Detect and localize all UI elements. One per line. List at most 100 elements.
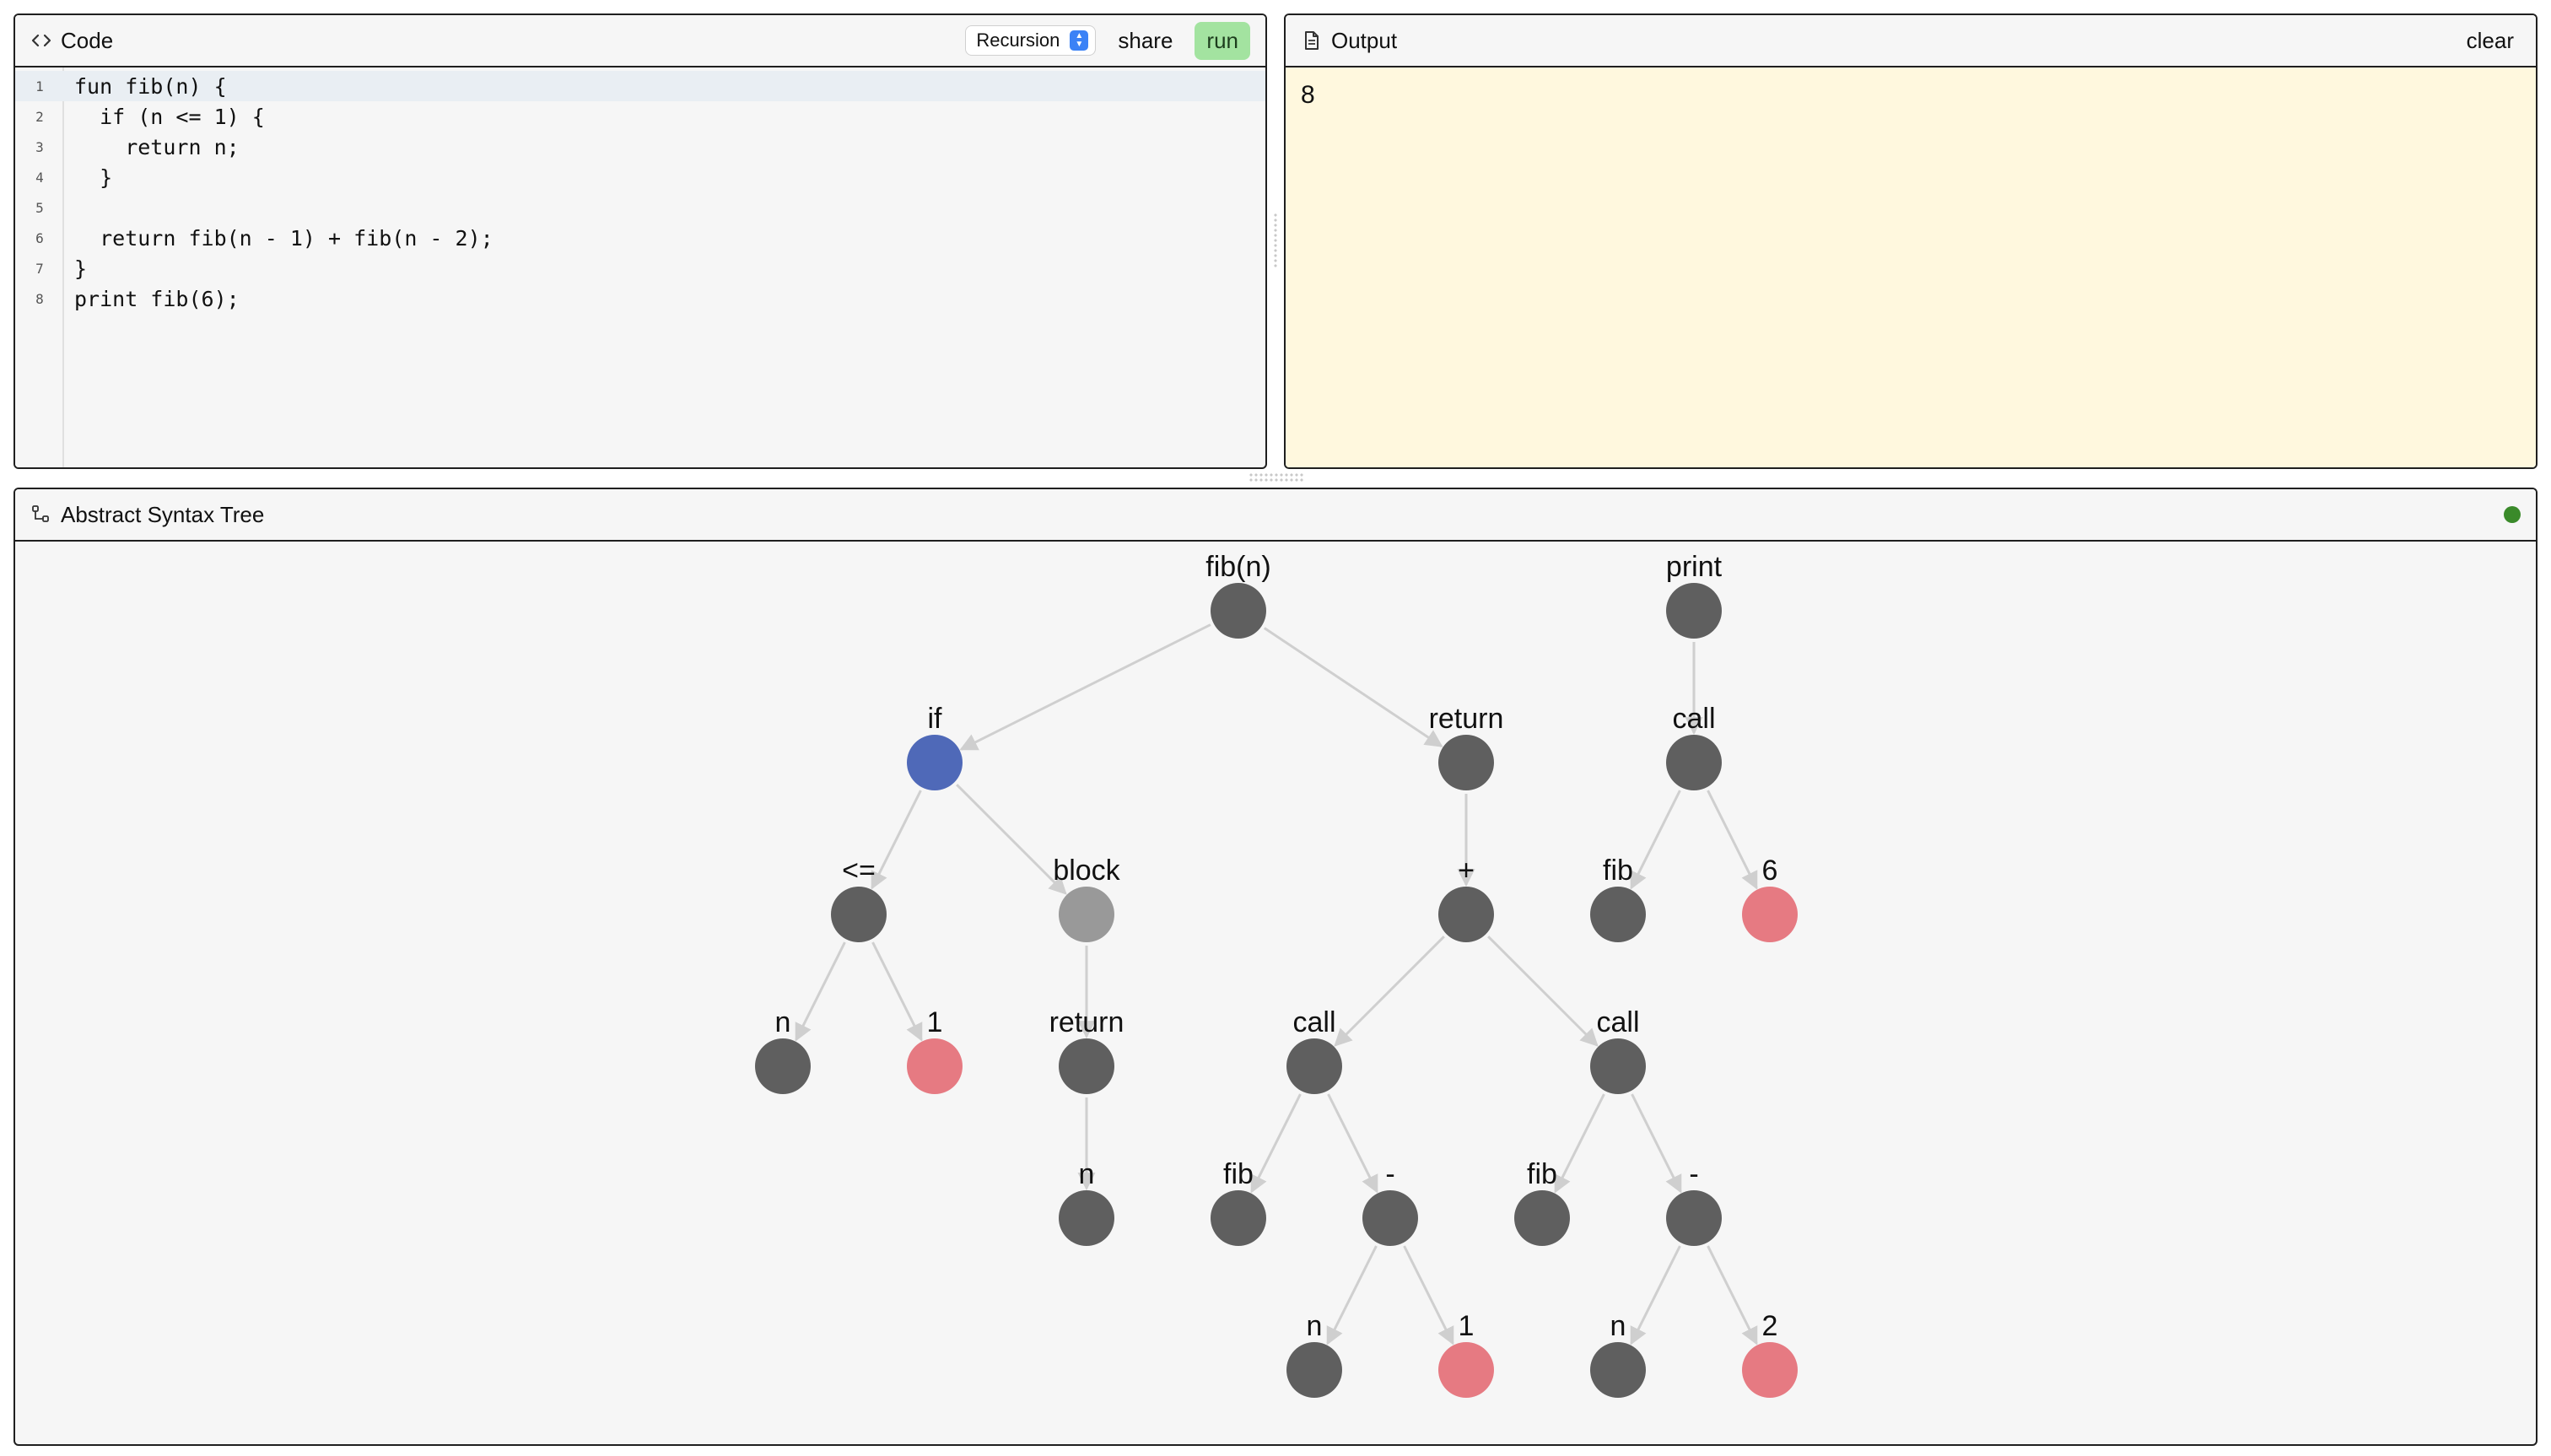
ast-node-circle[interactable] <box>1286 1342 1342 1398</box>
output-panel-header: Output clear <box>1286 15 2536 67</box>
ast-node[interactable]: 1 <box>907 1006 963 1094</box>
ast-node-label: n <box>1610 1310 1626 1342</box>
ast-edge <box>1630 1245 1681 1345</box>
ast-node-circle[interactable] <box>1059 1190 1114 1246</box>
ast-node-circle[interactable] <box>907 735 963 790</box>
ast-panel: Abstract Syntax Tree fib(n) if return <= blo… <box>13 488 2538 1446</box>
code-line-text: print fib(6); <box>74 286 240 311</box>
code-line[interactable]: 2 if (n <= 1) { <box>15 101 1265 132</box>
code-line[interactable]: 3 return n; <box>15 132 1265 162</box>
ast-node[interactable]: n <box>1590 1310 1646 1398</box>
ast-node-label: - <box>1689 1158 1698 1190</box>
code-line[interactable]: 6 return fib(n - 1) + fib(n - 2); <box>15 223 1265 253</box>
ast-node[interactable]: 1 <box>1438 1310 1494 1398</box>
ast-node[interactable]: block <box>1053 855 1121 942</box>
ast-node-label: call <box>1596 1006 1639 1038</box>
code-line-text: return fib(n - 1) + fib(n - 2); <box>74 225 493 251</box>
ast-node[interactable]: - <box>1362 1158 1418 1246</box>
horizontal-resize-handle[interactable] <box>1249 472 1304 483</box>
ast-node[interactable]: if <box>907 703 963 790</box>
ast-node[interactable]: return <box>1429 703 1504 790</box>
ast-node-circle[interactable] <box>1362 1190 1418 1246</box>
ast-node[interactable]: n <box>1286 1310 1342 1398</box>
code-icon <box>31 34 51 47</box>
code-line[interactable]: 4 } <box>15 162 1265 192</box>
line-number: 8 <box>35 290 44 307</box>
ast-node[interactable]: + <box>1438 855 1494 942</box>
ast-node-circle[interactable] <box>1286 1038 1342 1094</box>
ast-panel-header: Abstract Syntax Tree <box>15 489 2536 542</box>
ast-node-circle[interactable] <box>1211 583 1266 639</box>
ast-node-circle[interactable] <box>1666 735 1722 790</box>
tree-icon <box>32 505 49 522</box>
ast-node[interactable]: call <box>1590 1006 1646 1094</box>
ast-node[interactable]: call <box>1666 703 1722 790</box>
line-number: 4 <box>35 169 44 186</box>
code-line[interactable]: 7} <box>15 253 1265 283</box>
ast-edge <box>1250 1093 1302 1194</box>
select-arrows-icon: ▲▼ <box>1070 30 1089 51</box>
ast-node-label: return <box>1429 703 1504 735</box>
ast-node-circle[interactable] <box>831 887 887 942</box>
ast-node-circle[interactable] <box>1590 887 1646 942</box>
ast-node-circle[interactable] <box>1590 1342 1646 1398</box>
line-number: 7 <box>35 260 44 277</box>
ast-edge <box>956 784 1067 895</box>
document-icon <box>1305 31 1319 50</box>
example-select[interactable]: Recursion ▲▼ <box>965 25 1097 56</box>
ast-edge <box>1631 1093 1682 1194</box>
ast-node-circle[interactable] <box>1742 887 1798 942</box>
status-indicator <box>2504 506 2521 523</box>
ast-node-circle[interactable] <box>907 1038 963 1094</box>
line-gutter <box>15 67 64 467</box>
line-number: 6 <box>35 229 44 246</box>
line-number: 2 <box>35 108 44 125</box>
ast-node-label: return <box>1049 1006 1124 1038</box>
ast-node[interactable]: fib <box>1211 1158 1266 1246</box>
ast-node-label: n <box>775 1006 791 1038</box>
ast-node-circle[interactable] <box>1059 1038 1114 1094</box>
ast-edge <box>1326 1245 1378 1345</box>
code-line[interactable]: 8 print fib(6); <box>15 283 1265 314</box>
ast-node-label: n <box>1079 1158 1095 1190</box>
ast-node[interactable]: <= <box>831 855 887 942</box>
ast-edge <box>1327 1093 1378 1194</box>
ast-node-label: 1 <box>927 1006 943 1038</box>
ast-node-label: 2 <box>1762 1310 1778 1342</box>
code-line[interactable]: 5 <box>15 192 1265 223</box>
ast-node[interactable]: - <box>1666 1158 1722 1246</box>
ast-node[interactable]: fib <box>1590 855 1646 942</box>
ast-node[interactable]: 6 <box>1742 855 1798 942</box>
ast-node[interactable]: n <box>755 1006 811 1094</box>
ast-node-circle[interactable] <box>1211 1190 1266 1246</box>
ast-node-label: call <box>1672 703 1715 735</box>
ast-node-label: fib <box>1527 1158 1557 1190</box>
ast-node[interactable]: call <box>1286 1006 1342 1094</box>
ast-node[interactable]: return <box>1049 1006 1124 1094</box>
ast-node-circle[interactable] <box>1590 1038 1646 1094</box>
ast-node-circle[interactable] <box>1514 1190 1570 1246</box>
ast-node-circle[interactable] <box>1666 1190 1722 1246</box>
ast-node-circle[interactable] <box>1438 887 1494 942</box>
clear-button[interactable]: clear <box>2460 24 2521 57</box>
ast-node-circle[interactable] <box>1059 887 1114 942</box>
ast-node-circle[interactable] <box>1666 583 1722 639</box>
ast-node[interactable]: n <box>1059 1158 1114 1246</box>
ast-node-circle[interactable] <box>1438 735 1494 790</box>
ast-node[interactable]: print <box>1666 551 1723 639</box>
share-button[interactable]: share <box>1111 24 1179 57</box>
ast-node-circle[interactable] <box>755 1038 811 1094</box>
ast-node-circle[interactable] <box>1438 1342 1494 1398</box>
ast-edge <box>871 790 922 890</box>
ast-node[interactable]: fib(n) <box>1205 551 1271 639</box>
ast-edge <box>1334 936 1445 1047</box>
ast-node[interactable]: fib <box>1514 1158 1570 1246</box>
ast-node-circle[interactable] <box>1742 1342 1798 1398</box>
code-line-text: } <box>74 164 113 190</box>
vertical-resize-handle[interactable] <box>1270 213 1281 268</box>
run-button[interactable]: run <box>1195 21 1250 60</box>
ast-node[interactable]: 2 <box>1742 1310 1798 1398</box>
